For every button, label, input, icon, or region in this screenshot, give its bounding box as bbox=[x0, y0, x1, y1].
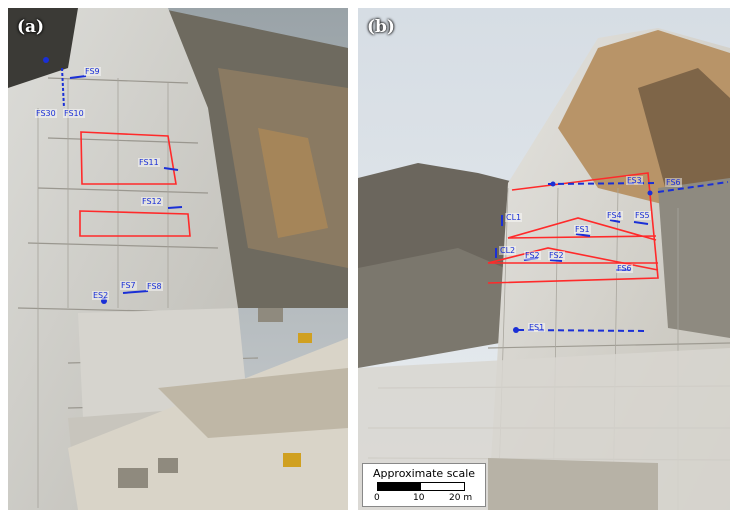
quarry-photo-a bbox=[8, 8, 348, 510]
marker-dot-a1 bbox=[43, 57, 49, 63]
annotation-fs2-left: FS2 bbox=[524, 251, 541, 260]
blue-traces-b bbox=[495, 181, 729, 332]
blue-traces-a bbox=[61, 67, 183, 294]
annotation-fs3: FS3 bbox=[626, 176, 643, 185]
scale-bar bbox=[377, 482, 465, 491]
scale-legend: Approximate scale 0 10 20 m bbox=[362, 463, 486, 507]
panel-label-a: (a) bbox=[17, 17, 45, 37]
annotation-fs12: FS12 bbox=[141, 197, 163, 206]
annotation-fs8: FS8 bbox=[146, 282, 163, 291]
marker-dot-b1 bbox=[513, 327, 519, 333]
red-outlines-a bbox=[79, 131, 191, 237]
annotation-fs7: FS7 bbox=[120, 281, 137, 290]
annotation-cl1: CL1 bbox=[505, 213, 523, 222]
annotation-fs9: FS9 bbox=[84, 67, 101, 76]
marker-dot-b2 bbox=[550, 181, 556, 187]
annotation-fs6-lower: FS6 bbox=[616, 264, 633, 273]
annotation-fs11: FS11 bbox=[138, 158, 160, 167]
quarry-photo-b bbox=[358, 8, 730, 510]
marker-dot-a2 bbox=[101, 298, 107, 304]
scale-tick-20: 20 m bbox=[449, 493, 473, 503]
annotation-fs10: FS10 bbox=[63, 109, 85, 118]
scale-tick-0: 0 bbox=[374, 493, 380, 503]
marker-dot-b3 bbox=[647, 190, 653, 196]
photo-panel-a: (a) FS9 FS30 FS10 FS11 FS12 ES2 FS7 FS8 bbox=[8, 8, 348, 510]
annotation-fs4: FS4 bbox=[606, 211, 623, 220]
red-outlines-b bbox=[487, 172, 659, 284]
annotation-es2: ES2 bbox=[92, 291, 110, 300]
annotation-fs5: FS5 bbox=[634, 211, 651, 220]
annotation-fs1: FS1 bbox=[574, 225, 591, 234]
scale-title: Approximate scale bbox=[372, 467, 476, 480]
panel-label-b: (b) bbox=[367, 17, 395, 37]
scale-tick-10: 10 bbox=[413, 493, 425, 503]
scale-bar-fill bbox=[378, 483, 421, 490]
annotation-fs6: FS6 bbox=[665, 178, 682, 187]
annotation-fs30: FS30 bbox=[35, 109, 57, 118]
photo-panel-b: (b) FS3 FS6 CL1 FS4 FS5 FS1 CL2 FS2 FS2 … bbox=[358, 8, 730, 510]
annotation-es1: ES1 bbox=[528, 323, 546, 332]
annotation-cl2: CL2 bbox=[499, 246, 517, 255]
annotation-fs2-right: FS2 bbox=[548, 251, 565, 260]
